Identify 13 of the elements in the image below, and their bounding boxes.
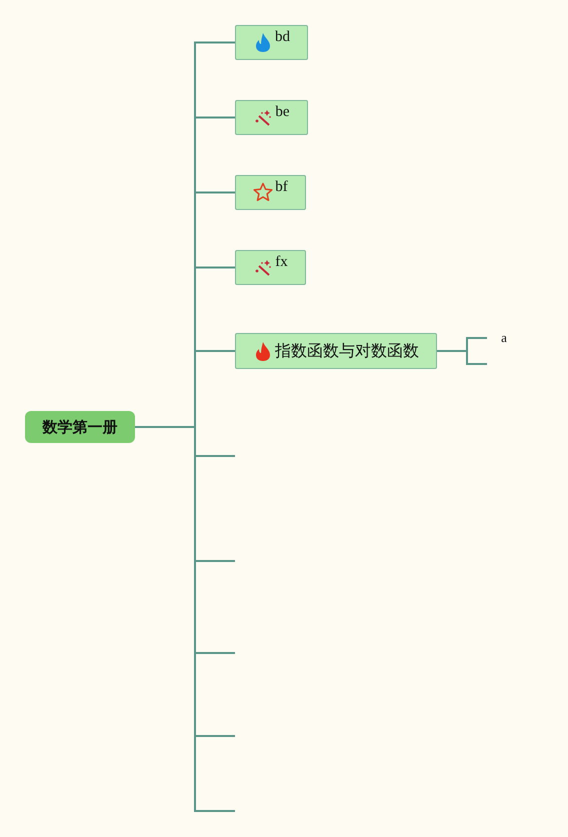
topic-label: bd [275,29,290,46]
topic-box [235,250,306,285]
topic-label: fx [275,254,288,271]
topic-box [235,100,308,135]
connector-line [437,350,487,365]
topic-box [235,333,437,369]
topic-box [235,175,306,210]
root-topic-box: 数学第一册 [25,411,135,443]
topic-label: bf [275,179,288,196]
topic-box [235,25,308,60]
topic-label: be [275,104,290,121]
topic-text: a [496,330,512,348]
topic-label: 指数函数与对数函数 [275,340,419,362]
